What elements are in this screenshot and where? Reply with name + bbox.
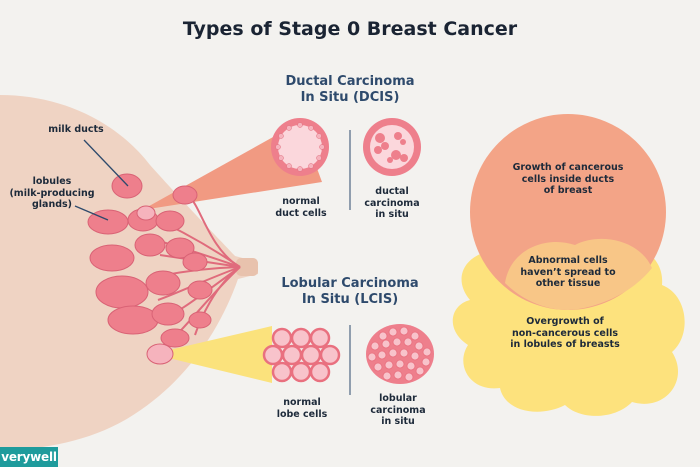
lobules-label: lobules (milk-producing glands) [9,176,95,211]
normal-duct-cells-circle [271,118,329,176]
venn-lcis-text: Overgrowth of non-cancerous cells in lob… [510,316,620,351]
lcis-source-lobule [146,343,174,365]
lcis-projection-cone [152,326,272,383]
page-title: Types of Stage 0 Breast Cancer [182,18,518,40]
normal-duct-cells-label: normal duct cells [275,196,327,219]
ductal-carcinoma-label: ductal carcinoma in situ [364,186,420,221]
milk-ducts-pointer [83,139,129,187]
venn-overlap [505,238,652,310]
milk-ducts-label: milk ducts [48,124,104,135]
lobular-carcinoma-cluster [366,324,434,384]
lobules-pointer [74,205,109,221]
lcis-heading: Lobular Carcinoma In Situ (LCIS) [281,276,419,307]
dcis-source-duct [136,205,156,221]
breast-silhouette [0,95,258,450]
ductal-carcinoma-circle [363,118,421,176]
dcis-heading: Ductal Carcinoma In Situ (DCIS) [285,74,415,105]
normal-lobe-cells-cluster [262,327,341,383]
venn-overlap-text: Abnormal cells haven’t spread to other t… [520,255,616,290]
normal-lobe-cells-label: normal lobe cells [276,397,328,420]
lobular-carcinoma-label: lobular carcinoma in situ [370,393,426,428]
lobules [87,173,213,348]
verywell-logo: verywell [0,447,58,467]
venn-dcis-text: Growth of cancerous cells inside ducts o… [512,162,624,197]
nipple [236,258,258,276]
